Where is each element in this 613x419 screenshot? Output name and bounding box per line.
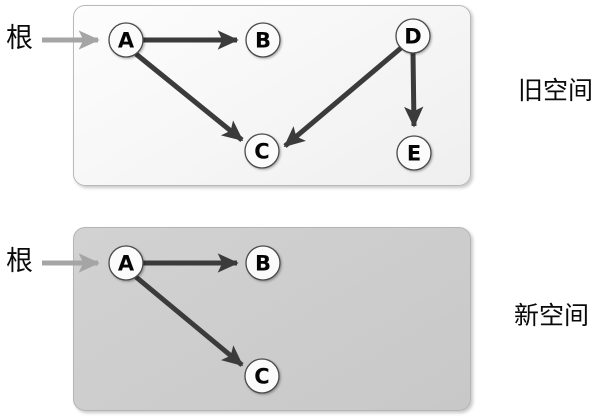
node-old-b[interactable]: B <box>245 22 281 58</box>
edge-old-d-to-c <box>283 46 403 148</box>
node-old-d-label: D <box>404 25 421 49</box>
node-new-c-label: C <box>254 365 269 389</box>
node-new-c[interactable]: C <box>244 358 280 394</box>
node-old-e-label: E <box>407 142 421 166</box>
root-label-new: 根 <box>6 246 33 277</box>
node-old-c[interactable]: C <box>244 133 280 169</box>
edge-old-a-to-c <box>134 52 244 142</box>
root-label-old: 根 <box>6 23 33 54</box>
node-old-d[interactable]: D <box>395 18 431 54</box>
node-old-a-label: A <box>118 29 135 53</box>
side-label-new-space: 新空间 <box>514 301 590 330</box>
node-new-a[interactable]: A <box>108 245 144 281</box>
node-old-a[interactable]: A <box>108 22 144 58</box>
node-old-e[interactable]: E <box>396 135 432 171</box>
edge-new-a-to-c <box>134 275 244 367</box>
node-new-b[interactable]: B <box>245 245 281 281</box>
node-old-b-label: B <box>255 29 271 53</box>
edge-old-d-to-e <box>404 52 424 128</box>
node-old-c-label: C <box>254 140 269 164</box>
side-label-old-space: 旧空间 <box>518 76 594 105</box>
node-new-a-label: A <box>118 252 135 276</box>
node-new-b-label: B <box>255 252 271 276</box>
